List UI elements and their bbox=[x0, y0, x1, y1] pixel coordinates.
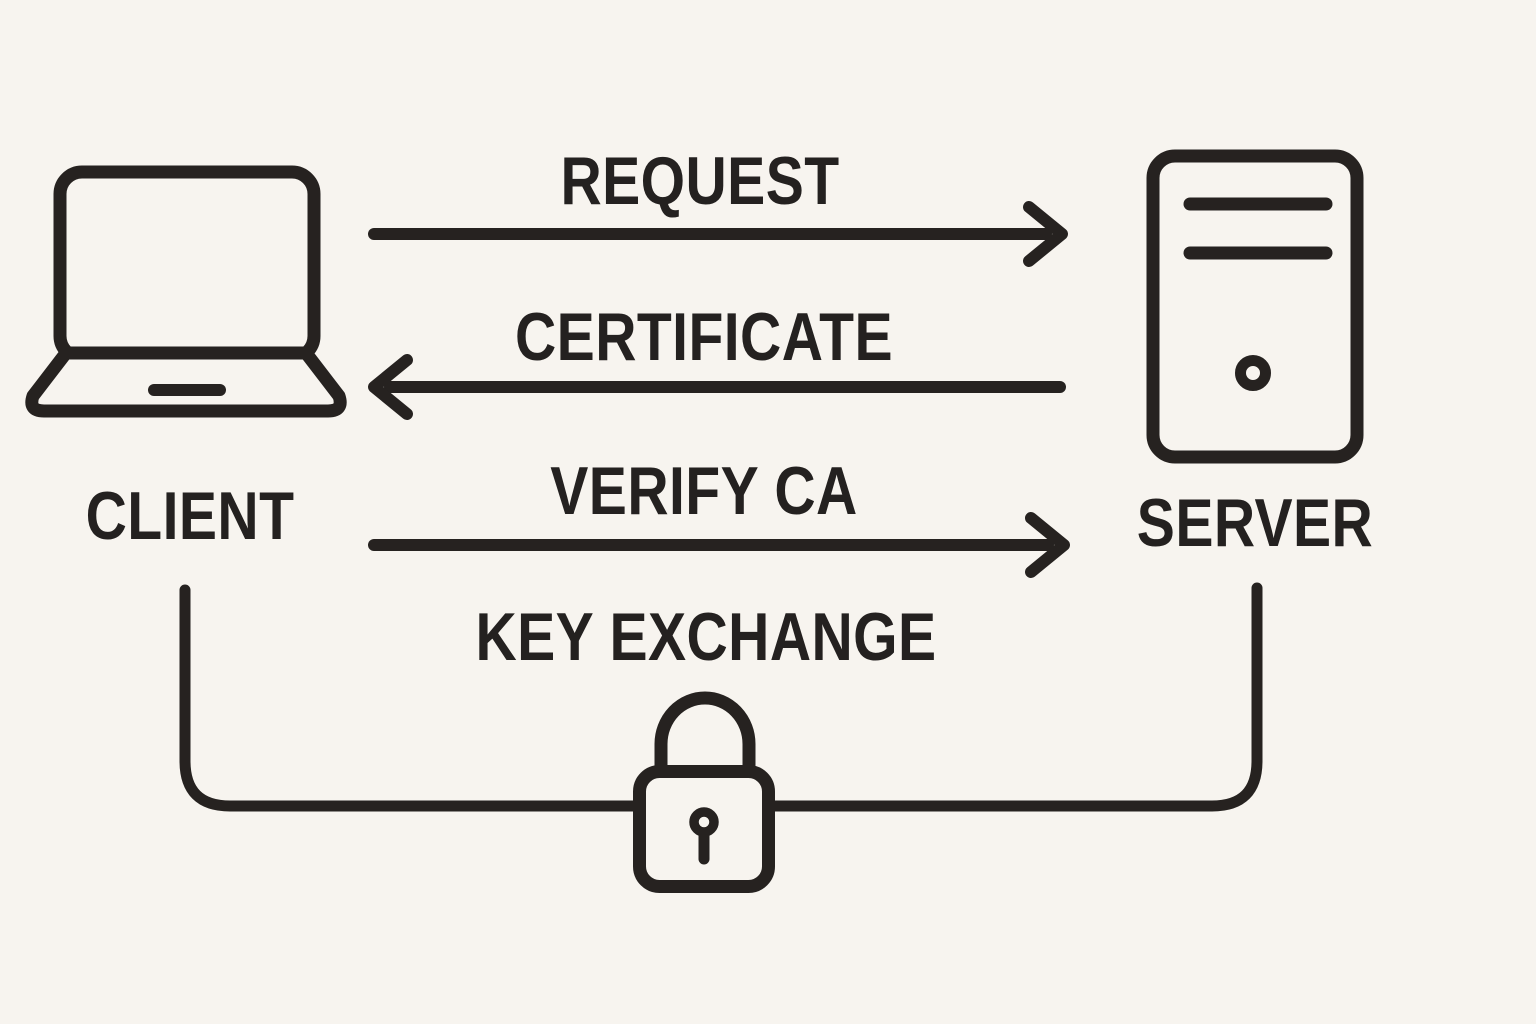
arrowhead-right-icon bbox=[1023, 201, 1068, 267]
laptop-base bbox=[25, 346, 347, 418]
server-case bbox=[1146, 149, 1364, 464]
verify-ca-label: VERIFY CA bbox=[550, 453, 858, 529]
server-power-button bbox=[1235, 355, 1271, 391]
server-label: SERVER bbox=[1136, 485, 1374, 561]
request-label: REQUEST bbox=[560, 143, 840, 219]
laptop-screen bbox=[53, 165, 321, 365]
verify-ca-arrow bbox=[368, 512, 1070, 578]
certificate-arrow bbox=[368, 354, 1066, 420]
arrowhead-left-icon bbox=[368, 354, 413, 420]
padlock-shackle bbox=[654, 691, 756, 797]
key-exchange-label: KEY EXCHANGE bbox=[475, 599, 937, 675]
laptop-icon bbox=[25, 165, 347, 418]
client-label: CLIENT bbox=[85, 478, 295, 554]
request-arrow bbox=[368, 201, 1068, 267]
arrowhead-right-icon bbox=[1025, 512, 1070, 578]
server-tower-icon bbox=[1146, 149, 1364, 464]
certificate-label: CERTIFICATE bbox=[515, 299, 893, 375]
padlock-icon bbox=[633, 691, 775, 893]
